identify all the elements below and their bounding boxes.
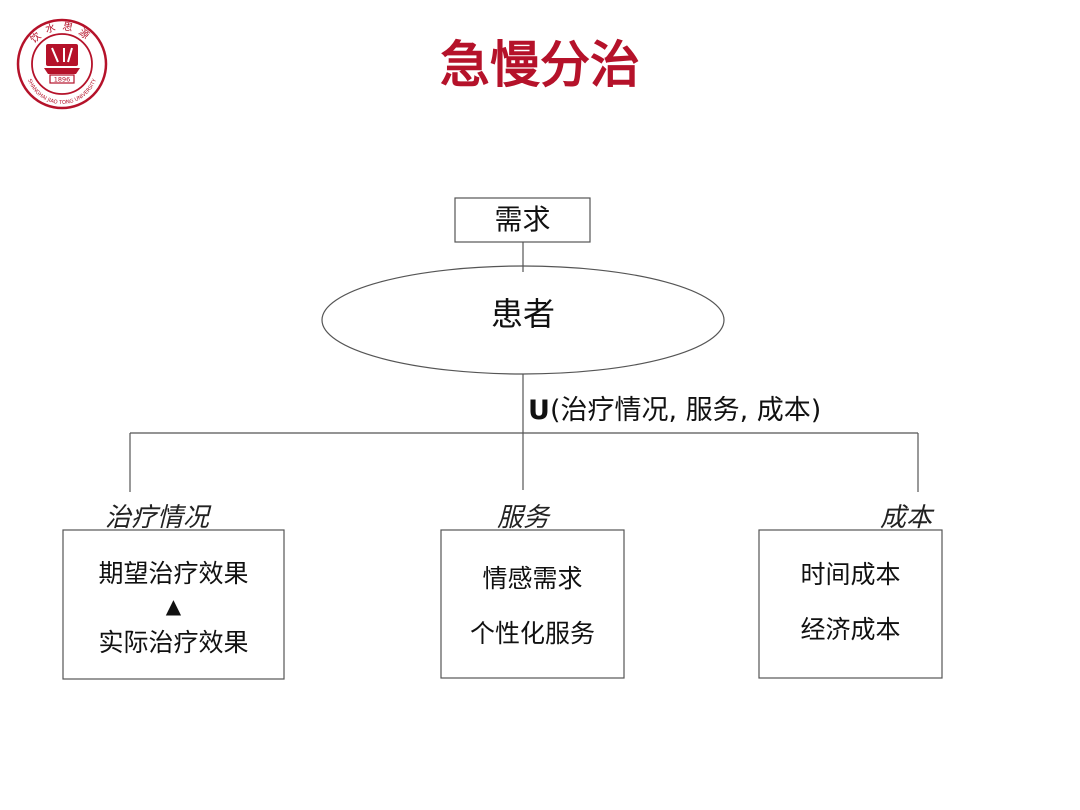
economic-cost: 经济成本 [800, 615, 901, 644]
utility-args: (治疗情况, 服务, 成本) [549, 395, 822, 426]
utility-function: U(治疗情况, 服务, 成本) [528, 388, 821, 427]
category-cost: 成本 [880, 503, 933, 533]
personalized-service: 个性化服务 [469, 619, 595, 648]
utility-prefix: U [528, 395, 550, 426]
page-title: 急慢分治 [440, 36, 640, 94]
category-service: 服务 [497, 503, 550, 533]
treatment-box [62, 529, 285, 680]
patient-label: 患者 [490, 295, 555, 333]
seal-year: 1896 [54, 76, 71, 84]
service-box [440, 529, 625, 679]
university-seal-logo: 饮水思源 SHANGHAI JIAO TONG UNIVERSITY 1896 [16, 18, 108, 110]
actual-effect: 实际治疗效果 [98, 628, 249, 657]
up-arrow-icon: ▲ [165, 594, 182, 618]
demand-label: 需求 [494, 203, 551, 236]
category-treatment: 治疗情况 [105, 503, 210, 533]
expected-effect: 期望治疗效果 [98, 559, 249, 588]
emotional-needs: 情感需求 [482, 564, 583, 593]
cost-box [758, 529, 943, 679]
time-cost: 时间成本 [800, 560, 901, 589]
